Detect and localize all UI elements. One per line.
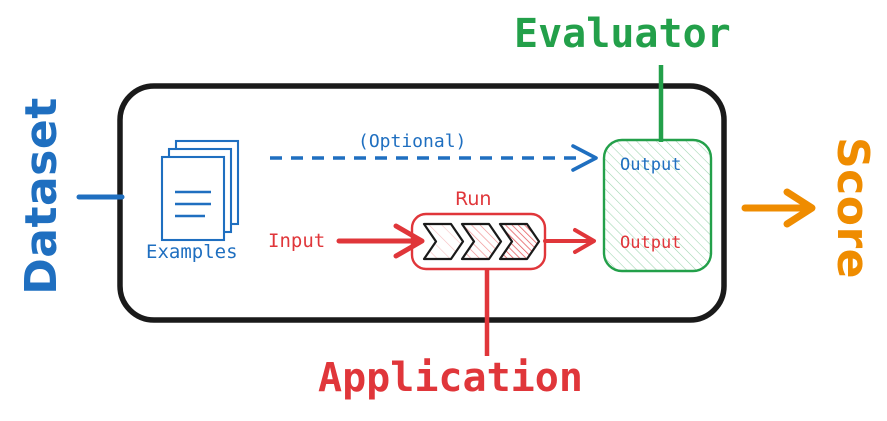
evaluator-label: Evaluator	[514, 11, 731, 57]
examples-icon	[160, 139, 240, 242]
optional-label: (Optional)	[358, 131, 467, 152]
score-label: Score	[827, 136, 878, 280]
optional-dashed-arrow	[270, 144, 598, 172]
score-arrow	[741, 188, 816, 228]
outer-container	[117, 83, 727, 323]
application-label: Application	[318, 355, 583, 401]
evaluator-output-box	[602, 138, 713, 273]
examples-label: Examples	[146, 241, 238, 263]
output-reference-label: Output	[620, 155, 682, 175]
output-predicted-label: Output	[620, 233, 682, 253]
run-output-arrow	[543, 228, 596, 254]
run-label: Run	[455, 188, 492, 210]
input-label: Input	[268, 230, 326, 252]
run-pipeline-box	[410, 212, 547, 271]
input-arrow	[336, 223, 425, 259]
dataset-label: Dataset	[16, 97, 67, 295]
